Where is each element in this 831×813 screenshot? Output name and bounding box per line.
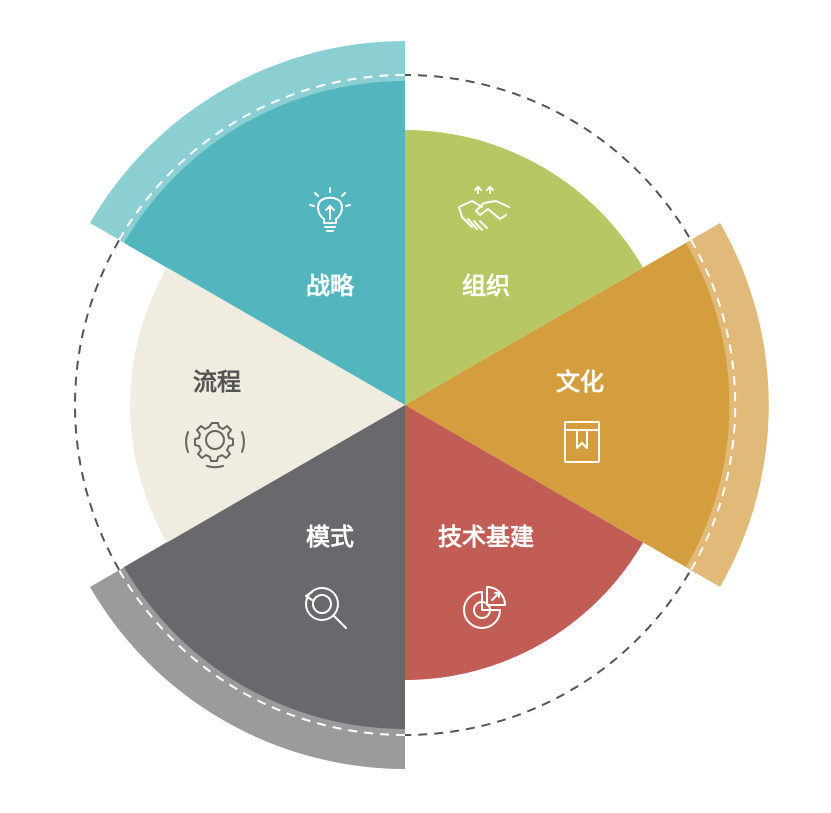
model-wedge	[124, 405, 405, 730]
culture-label: 文化	[556, 368, 604, 396]
pie-chart-icon	[463, 586, 506, 629]
tech-label: 技术基建	[438, 523, 534, 551]
strategy-label: 战略	[306, 272, 355, 300]
lightbulb-icon	[309, 187, 351, 232]
gear-icon	[185, 422, 245, 469]
organization-wedge	[405, 130, 643, 405]
culture-wedge	[405, 243, 730, 567]
handshake-icon	[458, 186, 510, 231]
organization-label: 组织	[462, 272, 510, 300]
process-wedge	[130, 267, 405, 543]
strategy-wedge	[124, 80, 405, 405]
magnifier-icon	[305, 587, 347, 629]
model-label: 模式	[306, 523, 354, 551]
book-icon	[564, 421, 600, 463]
process-label: 流程	[193, 368, 241, 396]
